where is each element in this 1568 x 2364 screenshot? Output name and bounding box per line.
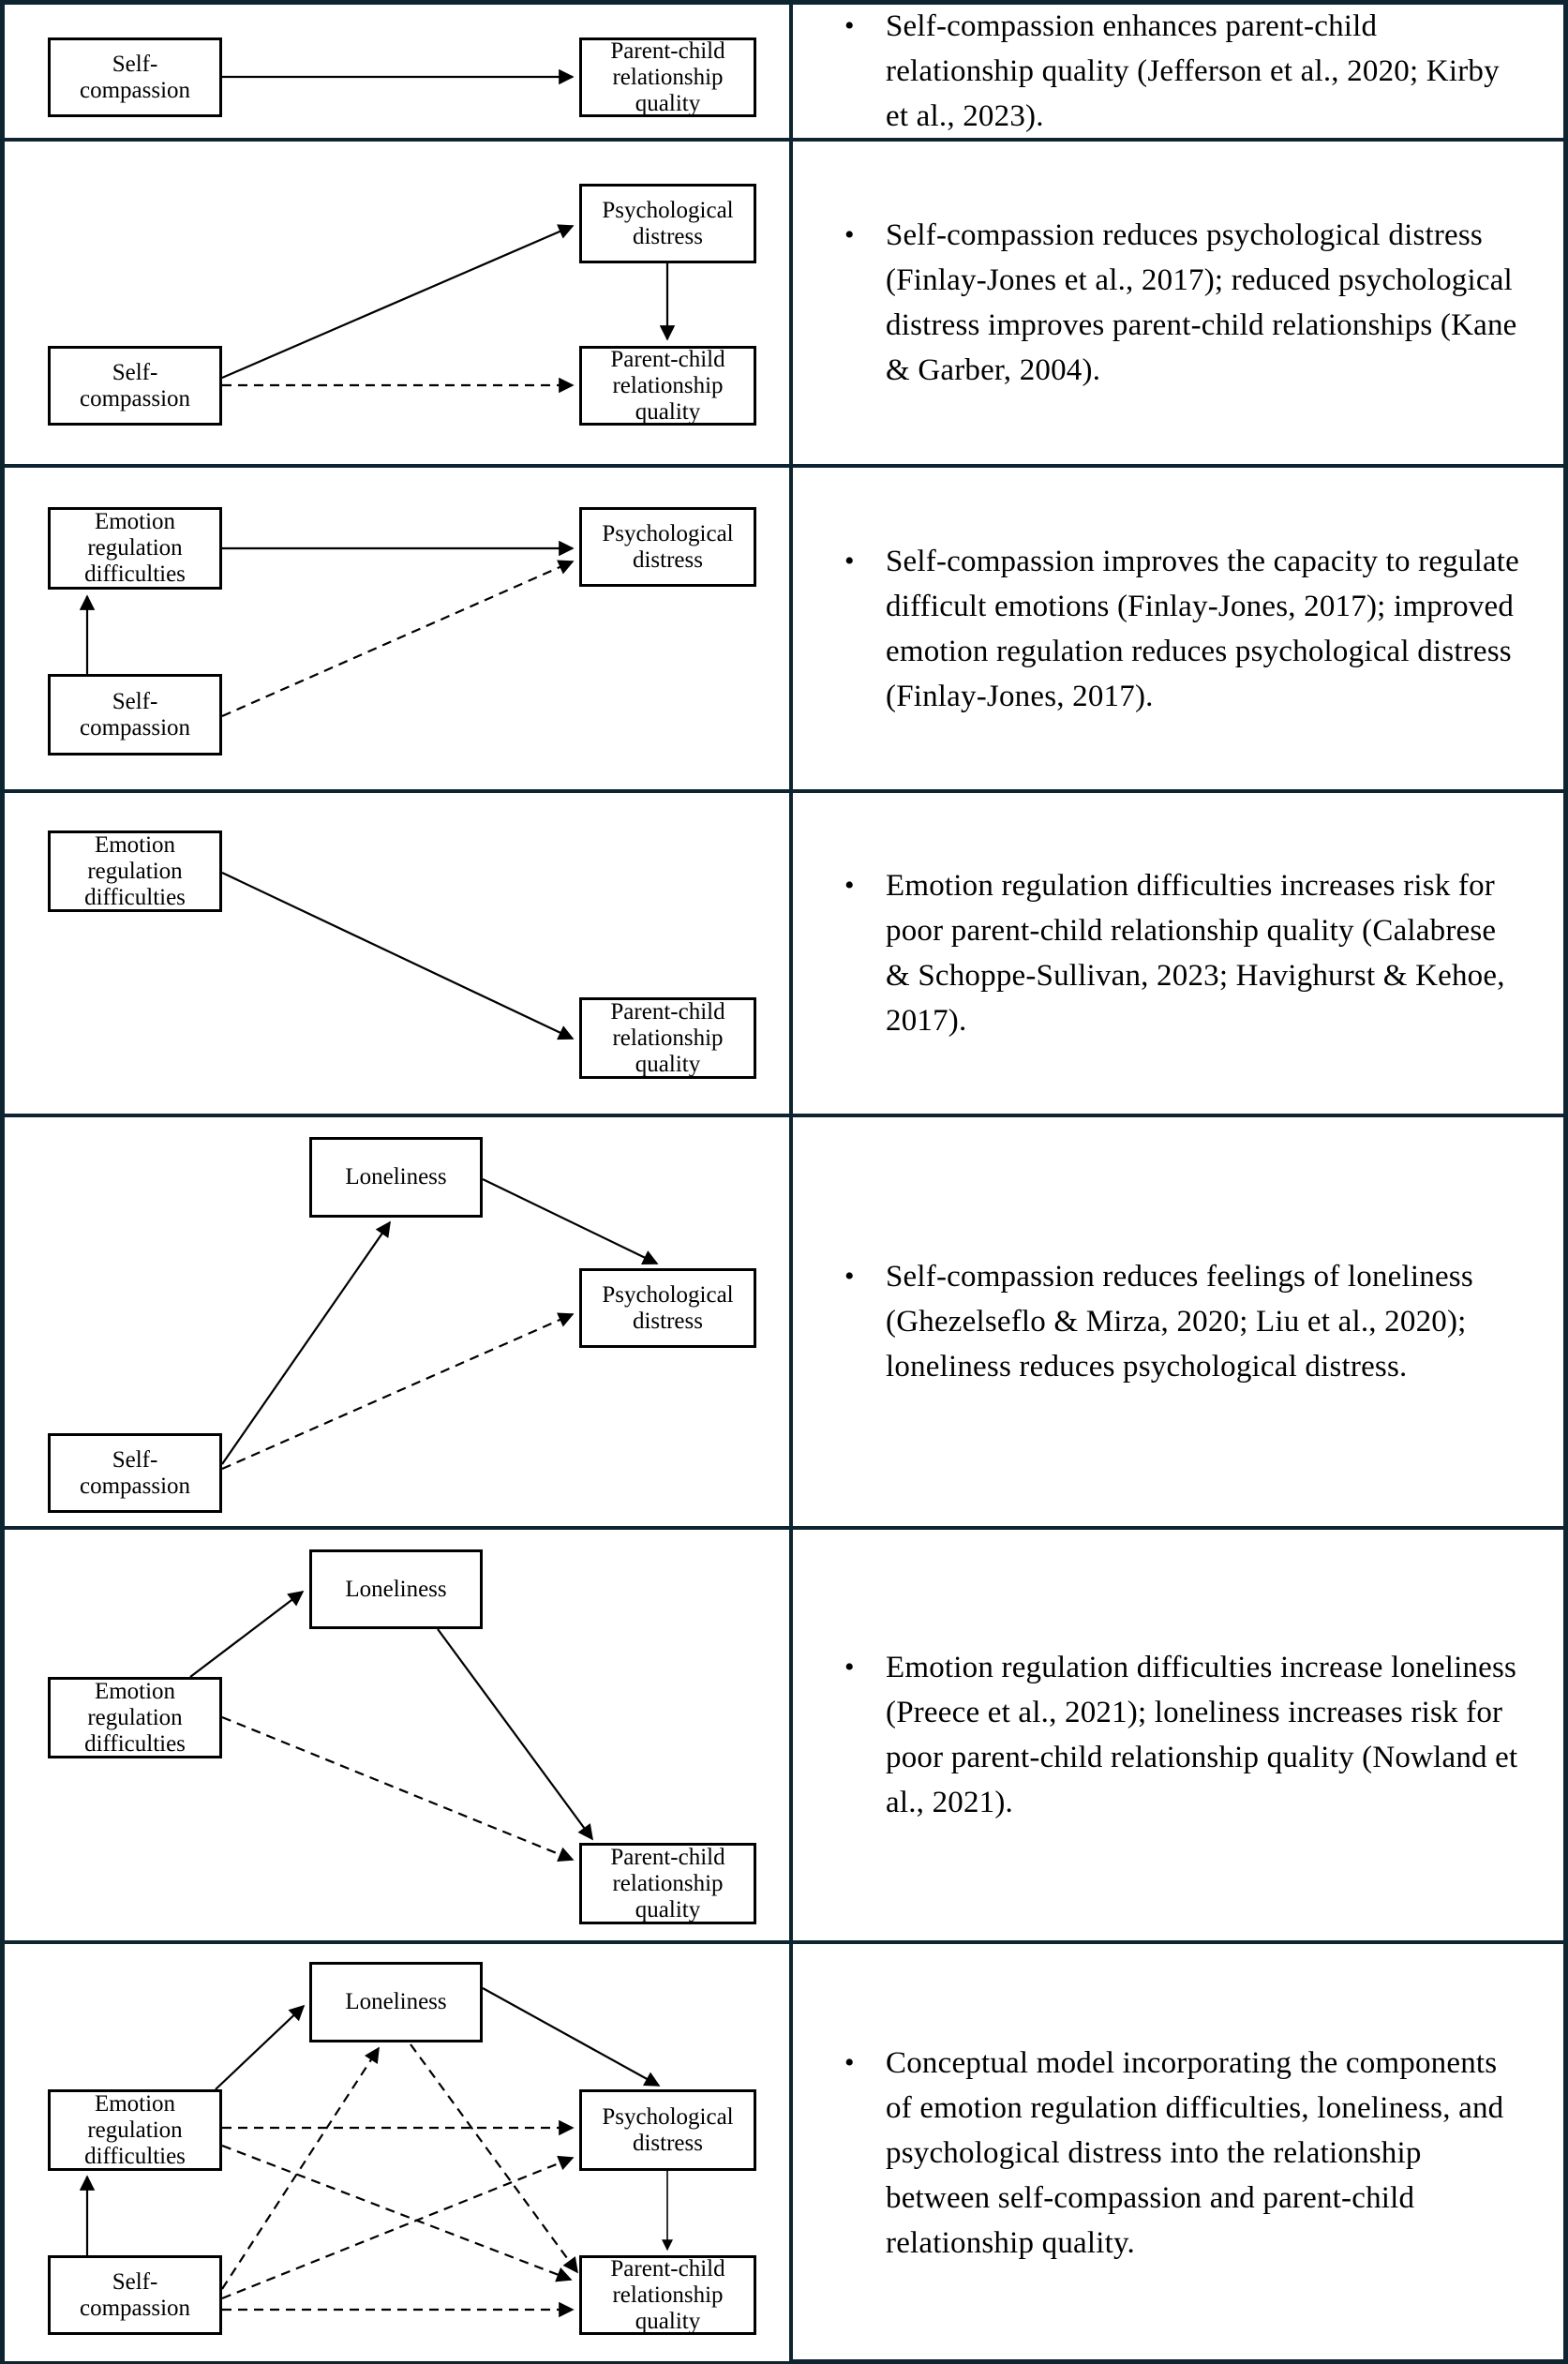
bullet-text: Emotion regulation difficulties increase… bbox=[886, 869, 1505, 1038]
description-cell: • Self-compassion reduces psychological d… bbox=[793, 142, 1563, 464]
bullet-item: • Self-compassion enhances parent-child r… bbox=[793, 4, 1528, 139]
bullet-icon: • bbox=[844, 545, 855, 576]
description-cell: • Emotion regulation difficulties increas… bbox=[793, 793, 1563, 1114]
diagram-node-label: Loneliness bbox=[345, 1989, 447, 2014]
diagram-node-self-compassion: Self-compassion bbox=[48, 346, 222, 426]
bullet-text: Emotion regulation difficulties increase… bbox=[886, 1651, 1518, 1819]
dashed-arrow bbox=[221, 1715, 575, 1863]
description-cell: • Self-compassion reduces feelings of lon… bbox=[793, 1117, 1563, 1526]
bullet-item: • Self-compassion improves the capacity t… bbox=[793, 539, 1528, 719]
diagram-node-label: Self-compassion bbox=[79, 1446, 191, 1499]
bullet-text: Conceptual model incorporating the compo… bbox=[886, 2045, 1504, 2260]
dashed-arrow bbox=[221, 2046, 380, 2290]
diagram-node-self-compassion: Self-compassion bbox=[48, 37, 222, 117]
diagram-node-self-compassion: Self-compassion bbox=[48, 1433, 222, 1513]
solid-arrow bbox=[215, 2004, 306, 2090]
dashed-arrow bbox=[221, 1312, 575, 1471]
bullet-icon: • bbox=[844, 219, 855, 250]
diagram-node-label: Loneliness bbox=[345, 1164, 447, 1189]
bullet-text: Self-compassion reduces feelings of lone… bbox=[886, 1260, 1473, 1384]
bullet-icon: • bbox=[844, 1261, 855, 1292]
diagram-node-loneliness: Loneliness bbox=[309, 1962, 483, 2042]
dashed-arrow bbox=[221, 2155, 575, 2300]
description-cell: • Emotion regulation difficulties increas… bbox=[793, 1530, 1563, 1940]
solid-arrow bbox=[221, 1220, 391, 1465]
diagram-node-loneliness: Loneliness bbox=[309, 1137, 483, 1218]
bullet-item: • Conceptual model incorporating the comp… bbox=[793, 2041, 1528, 2266]
bullet-item: • Emotion regulation difficulties increas… bbox=[793, 863, 1528, 1043]
solid-arrow bbox=[221, 224, 575, 380]
bullet-text: Self-compassion enhances parent-child re… bbox=[886, 9, 1500, 133]
dashed-arrow bbox=[221, 2144, 573, 2282]
description-cell: • Self-compassion enhances parent-child r… bbox=[793, 5, 1563, 138]
solid-arrow bbox=[482, 1178, 659, 1264]
diagram-node-label: Self-compassion bbox=[79, 2268, 191, 2321]
bullet-icon: • bbox=[844, 2046, 855, 2078]
diagram-node-self-compassion: Self-compassion bbox=[48, 674, 222, 756]
dashed-arrow bbox=[410, 2043, 578, 2274]
solid-arrow bbox=[189, 1591, 305, 1678]
bullet-icon: • bbox=[844, 10, 855, 41]
description-cell: • Self-compassion improves the capacity t… bbox=[793, 468, 1563, 789]
bullet-icon: • bbox=[844, 1652, 855, 1683]
bullet-item: • Self-compassion reduces feelings of lon… bbox=[793, 1254, 1528, 1389]
diagram-node-label: Self-compassion bbox=[79, 359, 191, 411]
bullet-text: Self-compassion reduces psychological di… bbox=[886, 218, 1517, 387]
description-cell: • Conceptual model incorporating the comp… bbox=[793, 1944, 1563, 2361]
diagram-node-label: Loneliness bbox=[345, 1576, 447, 1602]
bullet-icon: • bbox=[844, 870, 855, 901]
solid-arrow bbox=[221, 872, 575, 1040]
bullet-text: Self-compassion improves the capacity to… bbox=[886, 544, 1520, 713]
solid-arrow bbox=[482, 1987, 661, 2087]
bullet-item: • Emotion regulation difficulties increas… bbox=[793, 1645, 1528, 1825]
diagram-node-loneliness: Loneliness bbox=[309, 1549, 483, 1629]
dashed-arrow bbox=[221, 560, 575, 718]
solid-arrow bbox=[437, 1628, 593, 1841]
diagram-node-label: Self-compassion bbox=[79, 688, 191, 741]
diagram-node-self-compassion: Self-compassion bbox=[48, 2255, 222, 2335]
diagram-node-label: Self-compassion bbox=[79, 51, 191, 103]
bullet-item: • Self-compassion reduces psychological d… bbox=[793, 213, 1528, 393]
